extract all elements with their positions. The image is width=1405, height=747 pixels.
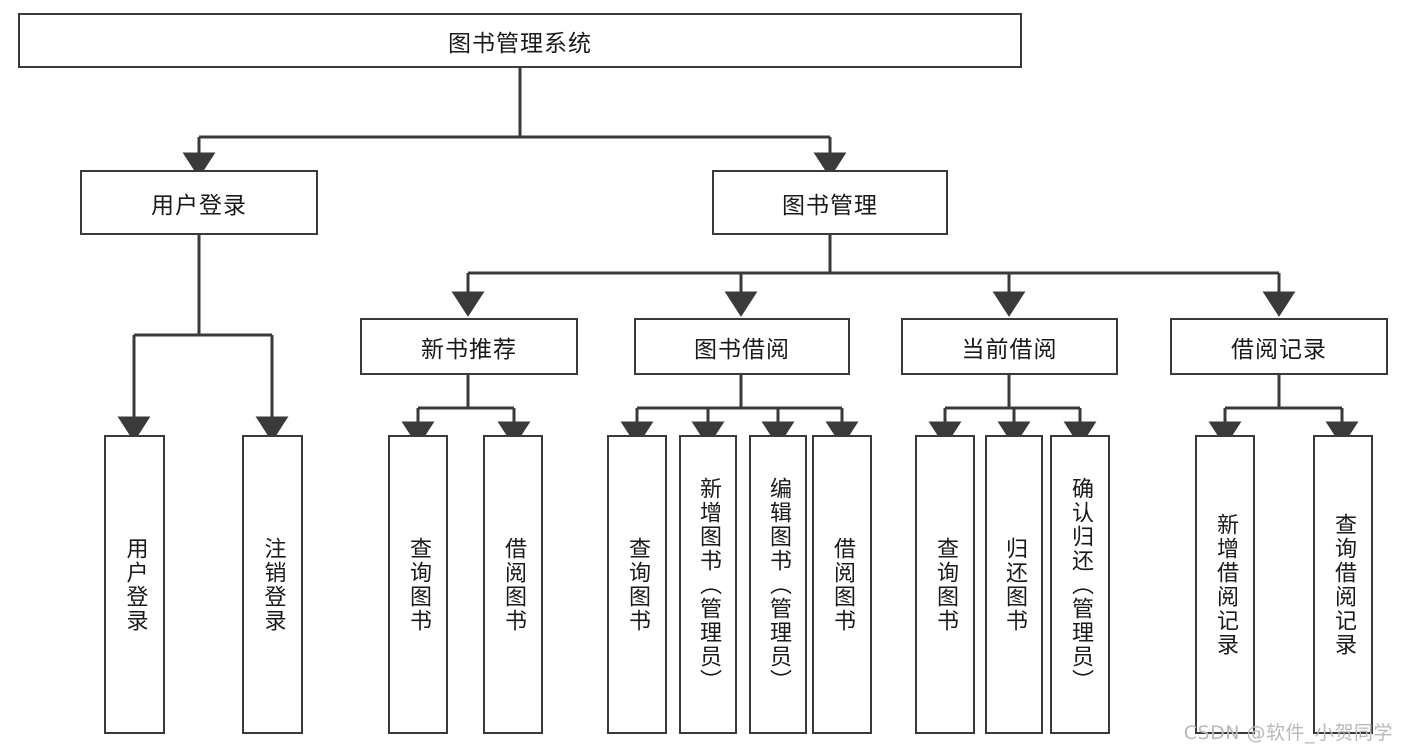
- node-leaf-query-record-label: 查询借阅记录: [1330, 512, 1356, 657]
- node-current-borrow[interactable]: 当前借阅: [901, 318, 1118, 375]
- node-leaf-query-book-1[interactable]: 查询图书: [388, 435, 448, 734]
- node-root-label: 图书管理系统: [448, 30, 592, 57]
- node-leaf-add-record-label: 新增借阅记录: [1212, 512, 1238, 657]
- node-leaf-add-record[interactable]: 新增借阅记录: [1195, 435, 1255, 734]
- node-leaf-borrow-book-2-label: 借阅图书: [829, 536, 855, 633]
- node-leaf-return-book-label: 归还图书: [1001, 536, 1027, 633]
- node-leaf-edit-book-label: 编辑图书（管理员）: [765, 476, 791, 693]
- node-leaf-query-book-1-label: 查询图书: [405, 536, 431, 633]
- node-leaf-query-record[interactable]: 查询借阅记录: [1313, 435, 1373, 734]
- node-leaf-confirm-return[interactable]: 确认归还（管理员）: [1050, 435, 1110, 734]
- node-leaf-confirm-return-label: 确认归还（管理员）: [1067, 476, 1093, 693]
- node-leaf-query-book-3-label: 查询图书: [932, 536, 958, 633]
- node-leaf-logout-login-label: 注销登录: [260, 536, 286, 633]
- node-current-borrow-label: 当前借阅: [961, 336, 1058, 363]
- node-leaf-logout-login[interactable]: 注销登录: [242, 435, 303, 734]
- node-book-borrow-label: 图书借阅: [694, 336, 790, 363]
- node-user-login-label: 用户登录: [151, 192, 247, 219]
- node-leaf-return-book[interactable]: 归还图书: [985, 435, 1043, 734]
- node-root[interactable]: 图书管理系统: [18, 13, 1022, 68]
- node-leaf-borrow-book-2[interactable]: 借阅图书: [812, 435, 872, 734]
- node-leaf-query-book-3[interactable]: 查询图书: [915, 435, 975, 734]
- node-leaf-user-login-label: 用户登录: [122, 536, 148, 633]
- node-book-manage-label: 图书管理: [782, 192, 878, 219]
- node-leaf-query-book-2[interactable]: 查询图书: [607, 435, 667, 734]
- csdn-watermark: CSDN @软件_小贺同学: [1183, 722, 1393, 744]
- node-leaf-edit-book[interactable]: 编辑图书（管理员）: [749, 435, 807, 734]
- node-leaf-borrow-book-1[interactable]: 借阅图书: [483, 435, 543, 734]
- node-leaf-user-login[interactable]: 用户登录: [104, 435, 165, 734]
- node-leaf-add-book[interactable]: 新增图书（管理员）: [679, 435, 737, 734]
- node-borrow-record-label: 借阅记录: [1231, 336, 1327, 363]
- node-book-borrow[interactable]: 图书借阅: [634, 318, 850, 375]
- node-leaf-add-book-label: 新增图书（管理员）: [695, 476, 721, 693]
- node-user-login[interactable]: 用户登录: [80, 170, 318, 235]
- node-borrow-record[interactable]: 借阅记录: [1170, 318, 1388, 375]
- node-new-book-recommend[interactable]: 新书推荐: [360, 318, 578, 375]
- node-new-book-recommend-label: 新书推荐: [421, 336, 517, 363]
- node-book-manage[interactable]: 图书管理: [712, 170, 948, 235]
- node-leaf-borrow-book-1-label: 借阅图书: [500, 536, 526, 633]
- node-leaf-query-book-2-label: 查询图书: [624, 536, 650, 633]
